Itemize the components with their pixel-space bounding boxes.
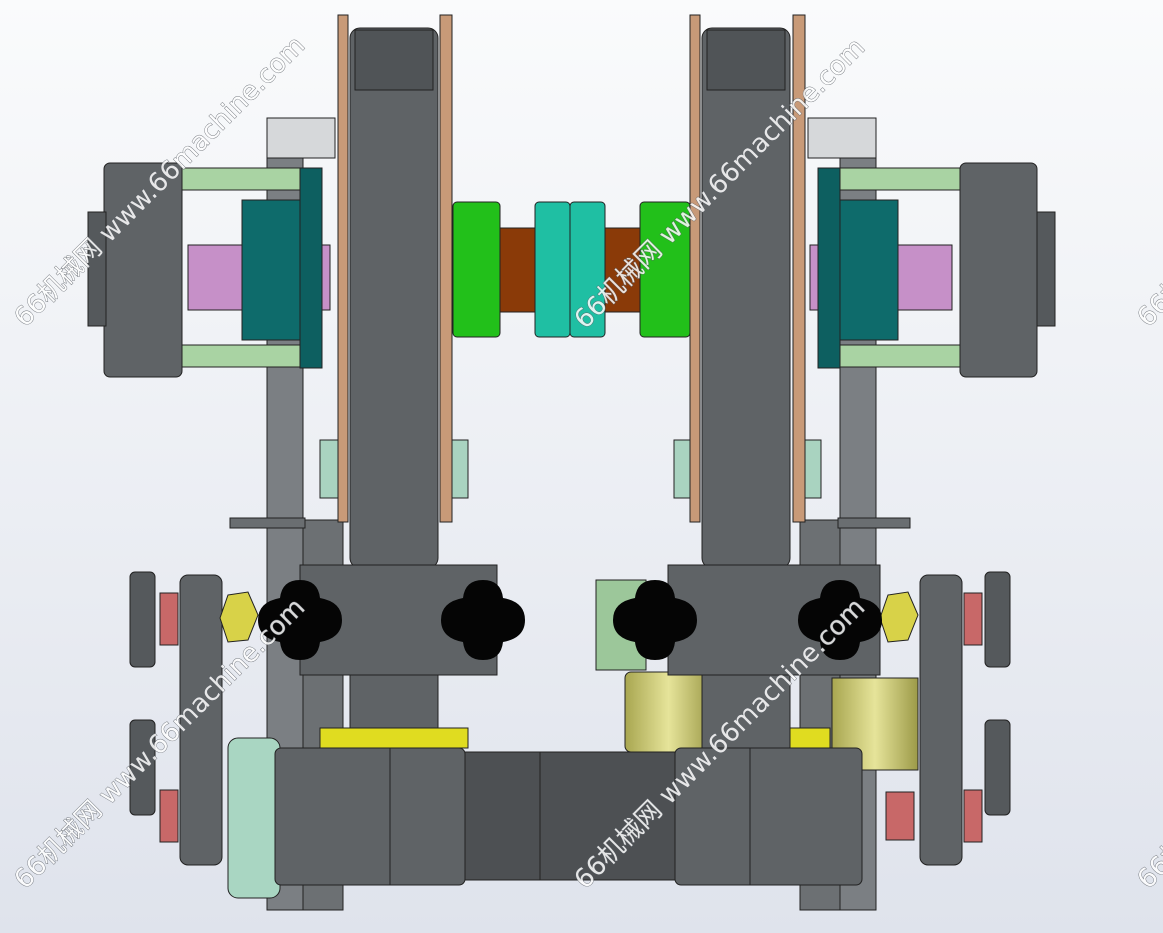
knob-icon[interactable]: [798, 580, 882, 660]
green-cylinder-left: [227, 737, 281, 899]
right-belt-drive: [879, 571, 1011, 866]
left-outer-wheel-assembly: [87, 162, 331, 378]
right-drive-disc: [673, 14, 822, 569]
yellow-cylinder-center: [624, 671, 713, 753]
knob-icons: [258, 580, 882, 660]
center-coupling-shaft: [452, 201, 691, 338]
knob-icon[interactable]: [441, 580, 525, 660]
knob-icon[interactable]: [613, 580, 697, 660]
right-column: [701, 674, 791, 751]
left-drive-disc: [319, 14, 469, 569]
left-bolt: [229, 517, 306, 529]
bottom-motor: [274, 727, 863, 886]
right-bolt: [837, 517, 911, 529]
right-outer-wheel-assembly: [809, 162, 1056, 378]
knob-icon[interactable]: [258, 580, 342, 660]
